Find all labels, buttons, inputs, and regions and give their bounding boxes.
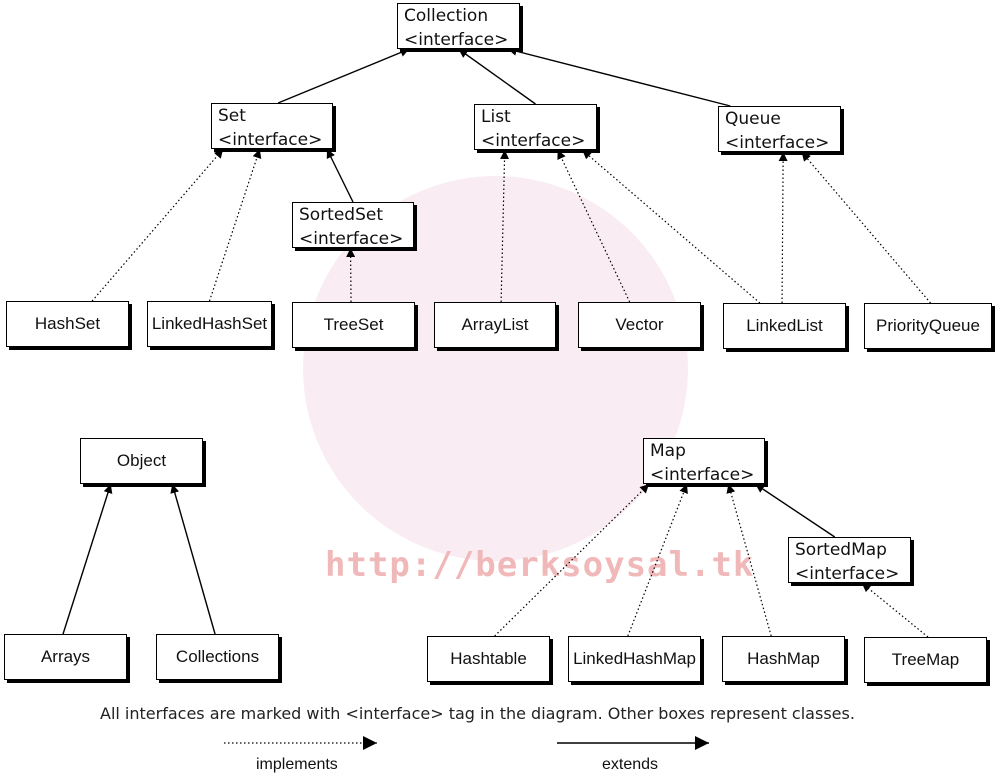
watermark-text: http://berksoysal.tk <box>325 545 755 585</box>
sortedmap-name: SortedMap <box>795 540 887 560</box>
edge-linkedlist-to-queue <box>778 151 788 304</box>
sortedmap-interface-box: SortedMap <interface> <box>788 537 911 584</box>
list-interface-box: List <interface> <box>474 104 597 151</box>
edge-collections-to-object <box>170 483 216 635</box>
hashtable-class-box: Hashtable <box>427 636 550 682</box>
legend-extends-label: extends <box>602 756 659 773</box>
edge-set-to-collection <box>277 48 410 104</box>
hashset-class-box: HashSet <box>6 301 129 347</box>
collection-tag: <interface> <box>404 30 509 50</box>
collection-interface-box: Collection <interface> <box>397 3 520 50</box>
collections-class-box: Collections <box>156 634 279 680</box>
linkedlist-class-box: LinkedList <box>723 303 846 349</box>
priorityqueue-class-box: PriorityQueue <box>864 303 992 349</box>
legend-implements-label: implements <box>256 756 338 773</box>
list-tag: <interface> <box>481 131 586 151</box>
map-tag: <interface> <box>650 465 755 485</box>
edge-arraylist-to-list <box>500 149 510 303</box>
edge-hashmap-to-map <box>726 483 772 637</box>
queue-interface-box: Queue <interface> <box>718 106 841 153</box>
vector-class-box: Vector <box>578 302 701 348</box>
edge-linkedhashmap-to-map <box>627 483 688 637</box>
queue-tag: <interface> <box>725 133 830 153</box>
sortedmap-tag: <interface> <box>795 564 900 584</box>
sortedset-name: SortedSet <box>299 205 384 225</box>
edge-linkedlist-to-list <box>581 149 761 304</box>
set-name: Set <box>218 106 246 126</box>
set-tag: <interface> <box>218 130 323 150</box>
edge-sortedmap-to-map <box>754 483 836 538</box>
treemap-class-box: TreeMap <box>864 637 987 683</box>
set-interface-box: Set <interface> <box>211 103 333 150</box>
diagram-note: All interfaces are marked with <interfac… <box>100 704 855 723</box>
arrays-class-box: Arrays <box>4 634 127 680</box>
treeset-class-box: TreeSet <box>292 302 415 348</box>
edge-group <box>62 46 932 638</box>
edge-arrays-to-object <box>62 483 113 635</box>
sortedset-tag: <interface> <box>299 229 404 249</box>
object-class-box: Object <box>80 438 203 484</box>
edge-hashtable-to-map <box>494 483 650 637</box>
map-interface-box: Map <interface> <box>643 438 765 485</box>
collection-name: Collection <box>404 6 489 26</box>
edge-list-to-collection <box>458 48 536 105</box>
sortedset-interface-box: SortedSet <interface> <box>292 202 414 249</box>
linkedhashmap-class-box: LinkedHashMap <box>568 636 701 682</box>
edge-linkedhashset-to-set <box>208 148 262 302</box>
edge-hashset-to-set <box>91 148 224 302</box>
arraylist-class-box: ArrayList <box>434 302 556 348</box>
edge-priorityqueue-to-queue <box>801 151 932 304</box>
linkedhashset-class-box: LinkedHashSet <box>147 301 272 347</box>
hashmap-class-box: HashMap <box>722 636 845 682</box>
edge-queue-to-collection <box>507 46 731 107</box>
edge-treemap-to-sortedmap <box>861 582 929 638</box>
edge-vector-to-list <box>557 149 631 303</box>
list-name: List <box>481 107 511 127</box>
queue-name: Queue <box>725 109 781 129</box>
edge-sortedset-to-set <box>326 148 354 203</box>
map-name: Map <box>650 441 686 461</box>
